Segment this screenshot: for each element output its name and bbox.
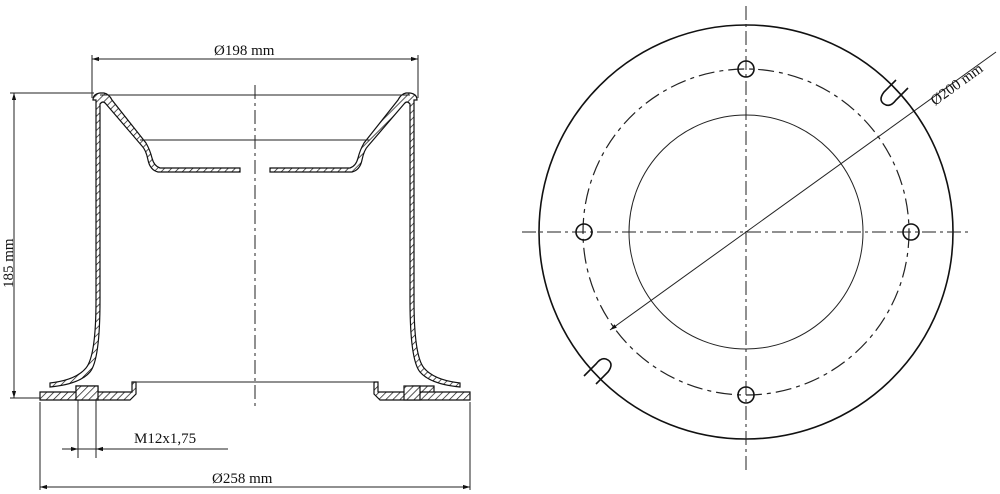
slot-lower-left [583,357,612,385]
right-shell-wall [269,92,461,388]
bolt-hole-right [902,223,920,241]
dim-top-diameter-label: Ø198 mm [214,43,275,59]
bolt-hole-left [575,223,593,241]
dim-bolt-circle-label: Ø200 mm [928,61,987,110]
dim-height-label: 185 mm [1,238,17,288]
left-nut [75,385,99,401]
right-nut [403,385,421,401]
bolt-hole-top [737,60,755,78]
slot-upper-right [880,79,909,107]
left-shell-wall [49,92,241,388]
side-view: Ø198 mm 185 mm M12x1,75 Ø258 mm [1,43,471,490]
dim-base-diameter-label: Ø258 mm [212,471,273,487]
top-view: Ø200 mm [522,6,997,470]
bolt-hole-bottom [737,386,755,404]
dim-bolt-circle-line [609,51,997,331]
dim-thread-label: M12x1,75 [134,431,196,447]
